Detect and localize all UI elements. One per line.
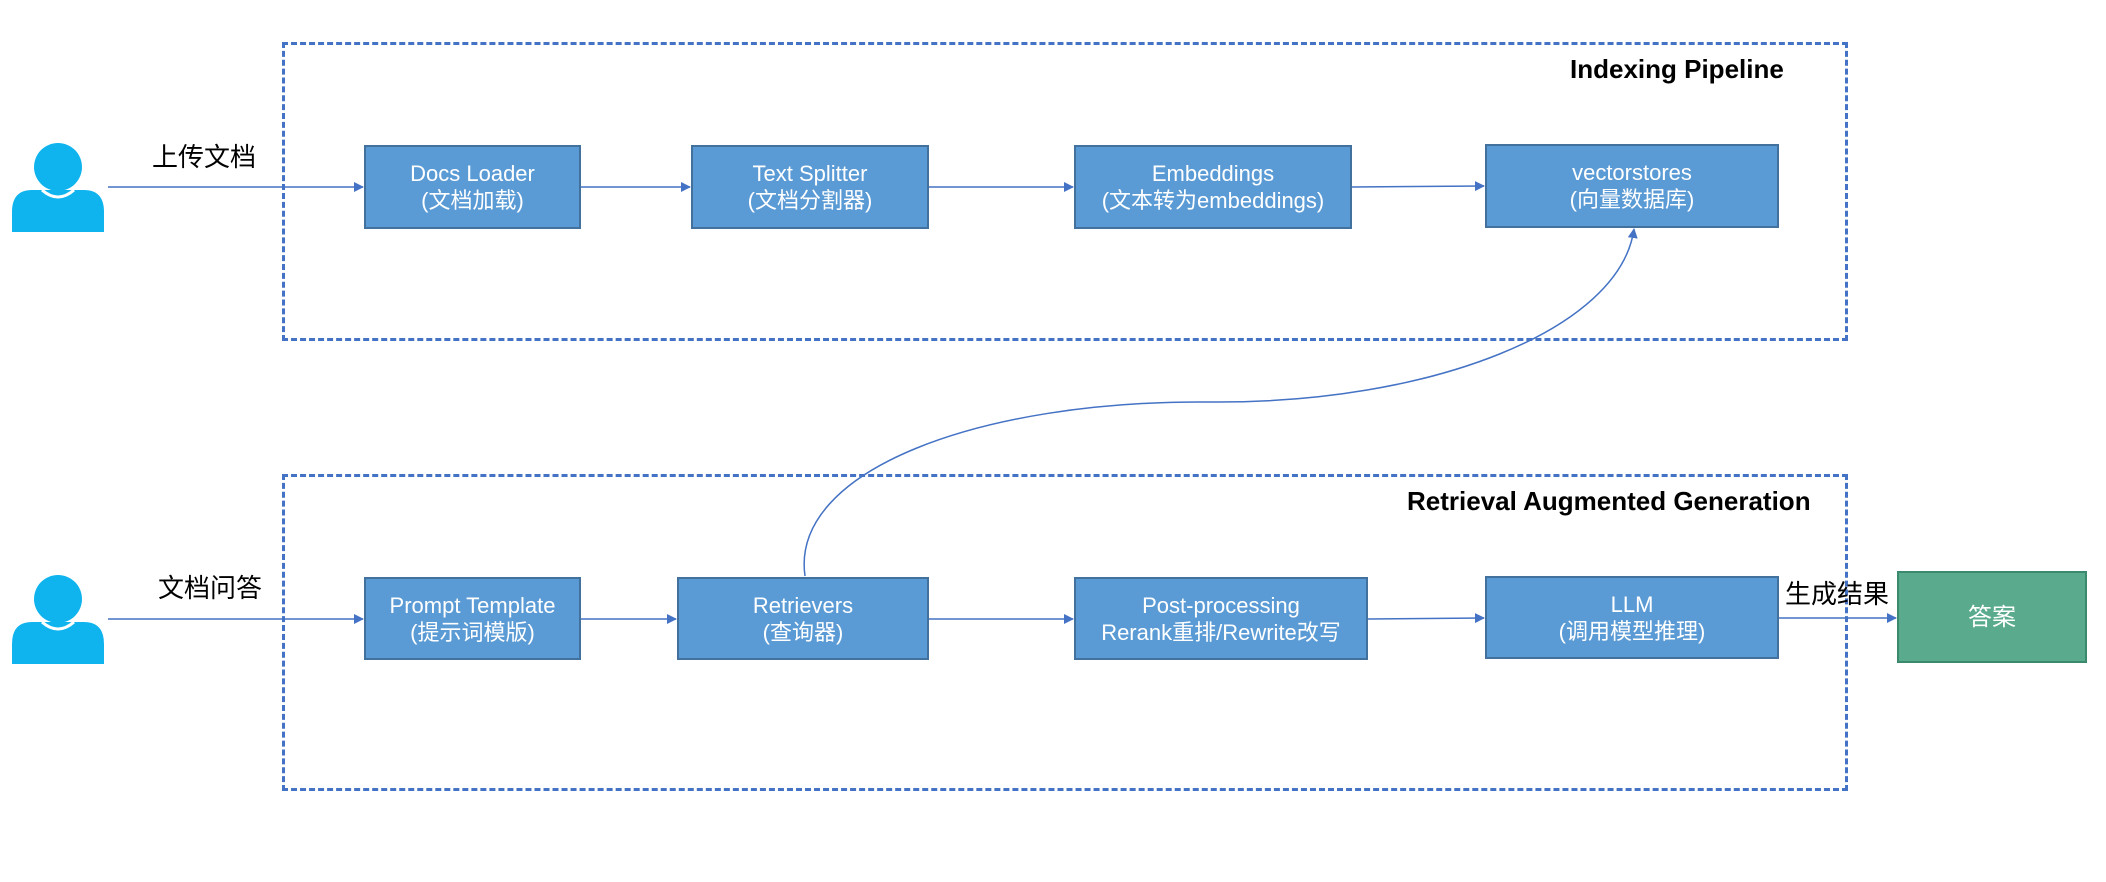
prompt-template-node[interactable]: Prompt Template (提示词模版) xyxy=(364,577,581,660)
indexing-pipeline-title: Indexing Pipeline xyxy=(1570,54,1784,84)
text-splitter-node[interactable]: Text Splitter (文档分割器) xyxy=(691,145,929,229)
node-title: Prompt Template xyxy=(389,592,556,618)
node-subtitle: (向量数据库) xyxy=(1569,187,1695,212)
node-title: Text Splitter xyxy=(752,161,868,186)
indexing-pipeline-group xyxy=(282,42,1848,341)
embeddings-node[interactable]: Embeddings (文本转为embeddings) xyxy=(1074,145,1352,229)
node-subtitle: (查询器) xyxy=(762,619,844,645)
node-title: 答案 xyxy=(1968,603,2016,631)
arrow-post-processing-to-llm xyxy=(1367,613,1485,624)
node-subtitle: (文档分割器) xyxy=(747,188,873,213)
rag-group xyxy=(282,474,1848,791)
rag-title: Retrieval Augmented Generation xyxy=(1407,486,1811,516)
upload-docs-label: 上传文档 xyxy=(152,142,257,172)
arrow-retrievers-to-vectorstores xyxy=(803,228,1638,577)
docs-qa-label: 文档问答 xyxy=(158,573,263,603)
vectorstores-node[interactable]: vectorstores (向量数据库) xyxy=(1485,144,1779,228)
node-subtitle: (提示词模版) xyxy=(410,619,535,645)
node-subtitle: (文档加载) xyxy=(421,188,524,213)
retrievers-node[interactable]: Retrievers (查询器) xyxy=(677,577,929,660)
node-title: LLM xyxy=(1610,591,1654,617)
node-title: vectorstores xyxy=(1572,160,1692,185)
llm-node[interactable]: LLM (调用模型推理) xyxy=(1485,576,1779,659)
node-title: Docs Loader xyxy=(410,161,535,186)
generate-result-label: 生成结果 xyxy=(1785,579,1890,609)
arrow-embeddings-to-vectorstores xyxy=(1351,181,1485,192)
docs-loader-node[interactable]: Docs Loader (文档加载) xyxy=(364,145,581,229)
post-processing-node[interactable]: Post-processing Rerank重排/Rewrite改写 xyxy=(1074,577,1368,660)
node-subtitle: (文本转为embeddings) xyxy=(1101,188,1325,213)
user-icon xyxy=(12,143,104,232)
user-icon xyxy=(12,575,104,664)
node-title: Post-processing xyxy=(1142,592,1300,618)
node-subtitle: (调用模型推理) xyxy=(1558,618,1706,644)
node-title: Embeddings xyxy=(1151,161,1275,186)
answer-node[interactable]: 答案 xyxy=(1897,571,2087,663)
node-title: Retrievers xyxy=(752,592,854,618)
node-subtitle: Rerank重排/Rewrite改写 xyxy=(1101,619,1341,645)
